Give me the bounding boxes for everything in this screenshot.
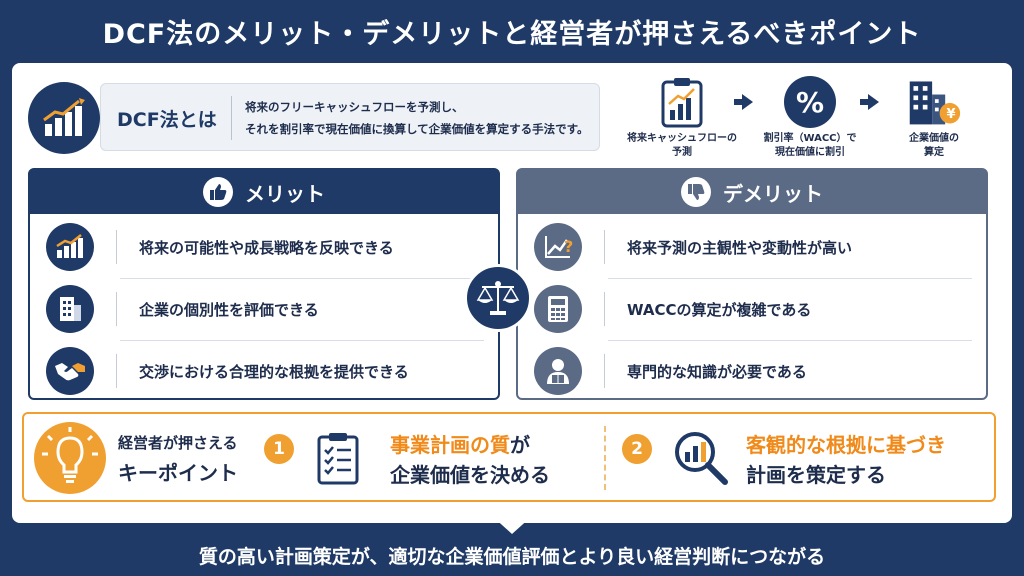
- demerit-label: デメリット: [723, 181, 823, 206]
- key-point-1: 事業計画の質が 企業価値を決める: [390, 433, 550, 487]
- list-item: 企業の個別性を評価できる: [30, 278, 498, 340]
- row-divider: [120, 340, 484, 341]
- list-item: 将来の可能性や成長戦略を反映できる: [30, 216, 498, 278]
- percent-icon: %: [782, 74, 838, 130]
- handshake-icon: [46, 347, 94, 395]
- flow-step-valuation: ¥ 企業価値の 算定: [874, 74, 994, 160]
- list-item: 専門的な知識が必要である: [518, 340, 986, 402]
- growth-chart-icon: [28, 82, 100, 154]
- thumbs-down-icon: [681, 177, 711, 207]
- row-divider: [608, 340, 972, 341]
- list-item: WACCの算定が複雑である: [518, 278, 986, 340]
- list-item: 交渉における合理的な根拠を提供できる: [30, 340, 498, 402]
- key-point-2: 客観的な根拠に基づき 計画を策定する: [746, 433, 946, 487]
- flow-step-forecast: 将来キャッシュフローの 予測: [622, 74, 742, 160]
- point-number-1: 1: [264, 434, 294, 464]
- calculator-icon: [534, 285, 582, 333]
- clipboard-chart-icon: [654, 74, 710, 130]
- building-yen-icon: ¥: [906, 74, 962, 130]
- merit-panel: メリット 将来の可能性や成長戦略を反映できる 企業の個別性を評価できる 交渉にお…: [28, 168, 500, 400]
- arrow-right-icon: [860, 94, 879, 110]
- key-points-box: 経営者が押さえる キーポイント 1 事業計画の質が 企業価値を決める 2 客観的: [22, 412, 996, 502]
- lightbulb-icon: [30, 420, 110, 496]
- definition-divider: [231, 96, 232, 140]
- flow-step-discount: % 割引率（WACC）で 現在価値に割引: [750, 74, 870, 160]
- definition-label: DCF法とは: [117, 108, 217, 131]
- arrow-right-icon: [734, 94, 753, 110]
- point-number-2: 2: [622, 434, 652, 464]
- merit-header: メリット: [30, 170, 498, 214]
- thumbs-up-icon: [203, 177, 233, 207]
- uncertain-chart-icon: ?: [534, 223, 582, 271]
- key-points-title: 経営者が押さえる キーポイント: [118, 434, 238, 485]
- magnifier-chart-icon: [662, 422, 738, 494]
- card-tail: [492, 516, 532, 534]
- demerit-panel: デメリット ? 将来予測の主観性や変動性が高い WACCの算定が複雑である 専門…: [516, 168, 988, 400]
- checklist-icon: [306, 422, 370, 494]
- balance-scale-icon: [464, 264, 532, 332]
- definition-box: DCF法とは 将来のフリーキャッシュフローを予測し、 それを割引率で現在価値に換…: [100, 83, 600, 151]
- row-divider: [120, 278, 484, 279]
- points-divider: [604, 426, 606, 490]
- page-title: DCF法のメリット・デメリットと経営者が押さえるべきポイント: [102, 18, 922, 50]
- growth-chart-icon: [46, 223, 94, 271]
- expert-reading-icon: [534, 347, 582, 395]
- footer-message: 質の高い計画策定が、適切な企業価値評価とより良い経営判断につながる: [198, 545, 826, 568]
- building-icon: [46, 285, 94, 333]
- list-item: ? 将来予測の主観性や変動性が高い: [518, 216, 986, 278]
- row-divider: [608, 278, 972, 279]
- definition-text: 将来のフリーキャッシュフローを予測し、 それを割引率で現在価値に換算して企業価値…: [245, 100, 589, 136]
- merit-label: メリット: [245, 181, 325, 206]
- demerit-header: デメリット: [518, 170, 986, 214]
